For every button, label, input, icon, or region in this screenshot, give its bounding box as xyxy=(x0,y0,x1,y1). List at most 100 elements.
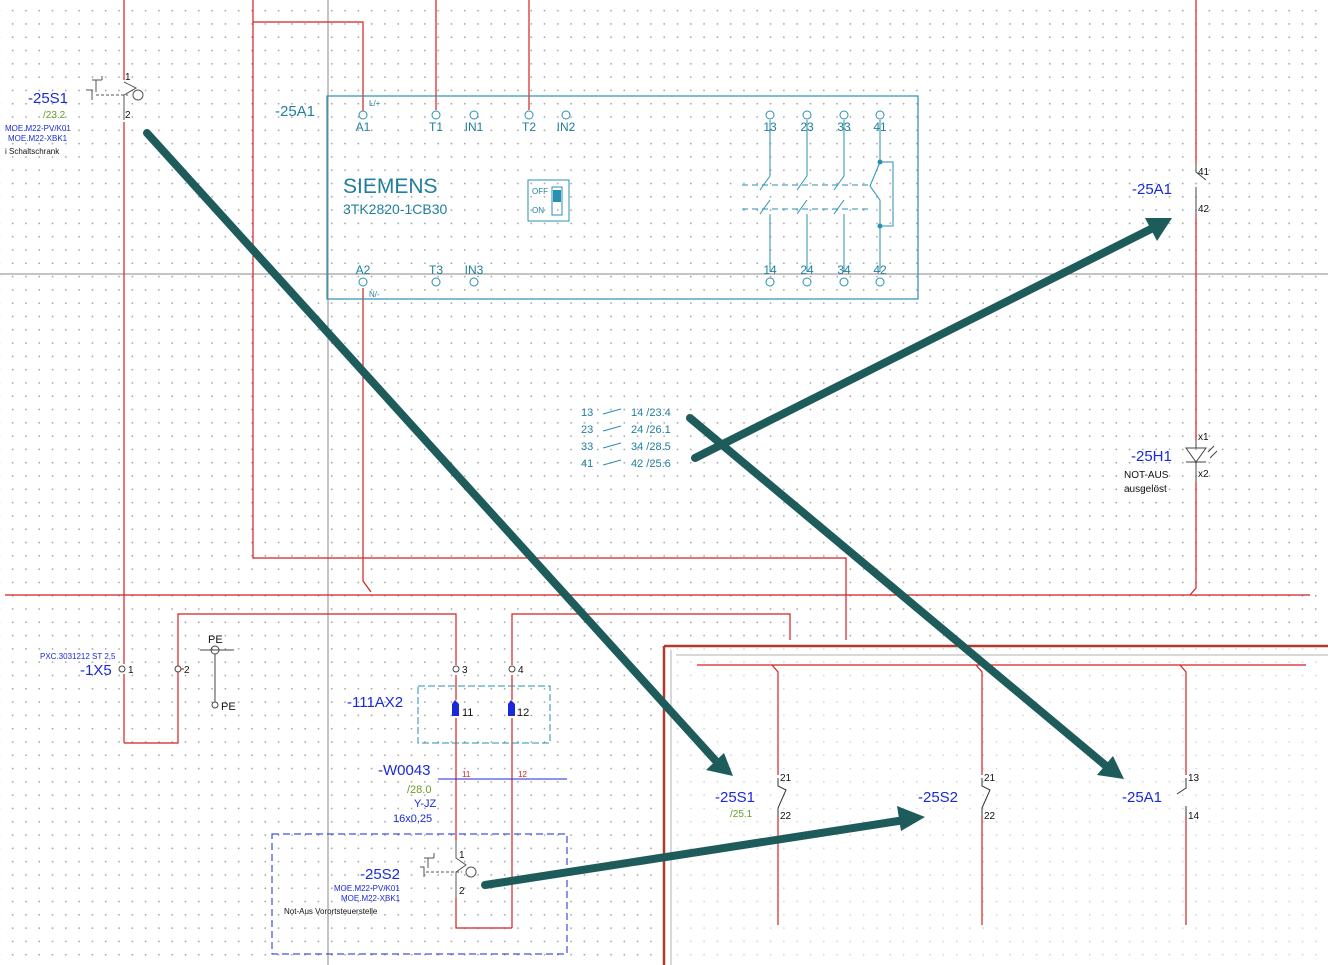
inset-a1-t1: 13 xyxy=(1188,773,1200,784)
relay-terminal-a1: A1 xyxy=(356,120,371,134)
inset-a1-tag[interactable]: -25A1 xyxy=(1122,789,1162,806)
relay-terminal-circle xyxy=(431,277,441,287)
s1-part-1: MOE.M22-PV/K01 xyxy=(5,124,71,133)
relay-contact-symbols xyxy=(742,120,894,272)
arrow-list-to-a1-contact xyxy=(691,223,1159,462)
a1-contact-tag[interactable]: -25A1 xyxy=(1132,181,1172,198)
contact-list-a: 13 xyxy=(581,407,593,419)
contact-list-a: 41 xyxy=(581,458,593,470)
relay-terminal-33: 33 xyxy=(837,120,851,134)
relay-terminal-circle xyxy=(561,110,571,120)
inset-wiring xyxy=(697,664,1306,925)
contact-list-b[interactable]: 42 /25.6 xyxy=(631,458,671,470)
s2-terminal-top: 1 xyxy=(459,850,465,861)
inset-a1-t2: 14 xyxy=(1188,811,1200,822)
relay-terminal-24: 24 xyxy=(800,263,814,277)
s1-terminal-top: 1 xyxy=(125,72,131,83)
contact-list-b[interactable]: 24 /26.1 xyxy=(631,424,671,436)
lamp-symbol xyxy=(1185,440,1218,482)
relay-terminal-circle xyxy=(469,277,479,287)
cable-core-2: 12 xyxy=(518,770,527,779)
terminal-block-tag[interactable]: -1X5 xyxy=(80,662,112,679)
relay-terminal-23: 23 xyxy=(800,120,814,134)
s1-terminal-bottom: 2 xyxy=(125,110,131,121)
terminal-block-part: PXC.3031212 ST 2,5 xyxy=(40,652,116,661)
inset-s1-tag[interactable]: -25S1 xyxy=(715,789,755,806)
annotation-arrows xyxy=(143,129,1159,889)
relay-n-minus: N/- xyxy=(369,290,380,299)
ax2-t3: 3 xyxy=(462,665,468,676)
s2-switch-symbol xyxy=(420,840,477,898)
relay-terminal-34: 34 xyxy=(837,263,851,277)
pe-top-label: PE xyxy=(208,634,223,646)
lamp-terminal-x1: x1 xyxy=(1198,432,1209,443)
arrow-heads xyxy=(706,218,1172,831)
terminal-block-t2: 2 xyxy=(184,665,190,676)
contact-list-symbol xyxy=(602,442,622,449)
relay-terminal-circle xyxy=(431,110,441,120)
relay-terminal-t1: T1 xyxy=(429,120,443,134)
s2-part-1: MOE.M22-PV/K01 xyxy=(334,884,400,893)
s1-switch-symbol xyxy=(86,76,144,120)
dip-switch-on-label: ON xyxy=(532,206,544,215)
inset-s2-tag[interactable]: -25S2 xyxy=(918,789,958,806)
contact-list-symbol xyxy=(602,408,622,415)
s1-cross-reference[interactable]: /23.2 xyxy=(43,110,66,121)
cable-core-1: 11 xyxy=(462,770,471,779)
relay-terminal-circle xyxy=(765,277,775,287)
inset-s1-reference[interactable]: /25.1 xyxy=(730,809,753,820)
s2-terminal-bottom: 2 xyxy=(459,886,465,897)
relay-terminal-14: 14 xyxy=(763,263,777,277)
ax2-tag[interactable]: -111AX2 xyxy=(347,694,403,711)
relay-terminal-circle xyxy=(802,110,812,120)
contact-list-symbol xyxy=(602,459,622,466)
pe-symbol xyxy=(200,645,234,709)
s1-location: i Schaltschrank xyxy=(5,147,60,156)
relay-terminal-in2: IN2 xyxy=(557,120,576,134)
ax2-housing xyxy=(417,685,551,744)
relay-terminal-in1: IN1 xyxy=(465,120,484,134)
relay-terminal-41: 41 xyxy=(873,120,887,134)
contact-list-b[interactable]: 14 /23.4 xyxy=(631,407,671,419)
inset-s2-t1: 21 xyxy=(984,773,996,784)
s2-location: Not-Aus Vorortsteuerstelle xyxy=(284,907,378,916)
relay-brand: SIEMENS xyxy=(343,175,438,198)
pe-bottom-label: PE xyxy=(221,701,236,713)
lamp-tag[interactable]: -25H1 xyxy=(1131,448,1172,465)
wiring xyxy=(5,0,1310,929)
relay-terminal-circle xyxy=(802,277,812,287)
relay-device[interactable]: -25A1 SIEMENS 3TK2820-1CB30 L/+ N/- OFF … xyxy=(275,95,919,300)
relay-terminal-42: 42 xyxy=(873,263,887,277)
cable-reference[interactable]: /28.0 xyxy=(407,784,431,796)
ax2-t11: 11 xyxy=(462,707,473,719)
lamp-text-1: NOT-AUS xyxy=(1124,470,1169,481)
s1-part-2: MOE.M22-XBK1 xyxy=(8,134,68,143)
relay-terminal-circle xyxy=(839,110,849,120)
inset-overlay xyxy=(662,644,1328,965)
relay-housing xyxy=(326,95,919,300)
s1-tag[interactable]: -25S1 xyxy=(28,90,68,107)
terminal-block-symbols xyxy=(118,665,182,673)
relay-terminal-circle xyxy=(875,277,885,287)
cable-type: Y-JZ xyxy=(414,798,436,810)
relay-terminal-circle xyxy=(765,110,775,120)
relay-terminal-circle xyxy=(875,110,885,120)
contact-list-symbol xyxy=(602,425,622,432)
ax2-t12: 12 xyxy=(517,707,529,719)
relay-terminal-circle xyxy=(358,110,368,120)
relay-tag[interactable]: -25A1 xyxy=(275,103,315,120)
cable-tag[interactable]: -W0043 xyxy=(378,762,431,779)
inset-s1-t1: 21 xyxy=(780,773,792,784)
a1-contact-terminal-1: 41 xyxy=(1198,167,1210,178)
contact-list-a: 23 xyxy=(581,424,593,436)
arrow-a1-contact-to-inset xyxy=(686,414,1109,769)
contact-list-b[interactable]: 34 /28.5 xyxy=(631,441,671,453)
relay-terminal-a2: A2 xyxy=(356,263,371,277)
lamp-terminal-x2: x2 xyxy=(1198,469,1209,480)
relay-l-plus: L/+ xyxy=(369,99,381,108)
s2-tag[interactable]: -25S2 xyxy=(360,866,400,883)
relay-terminal-circle xyxy=(469,110,479,120)
